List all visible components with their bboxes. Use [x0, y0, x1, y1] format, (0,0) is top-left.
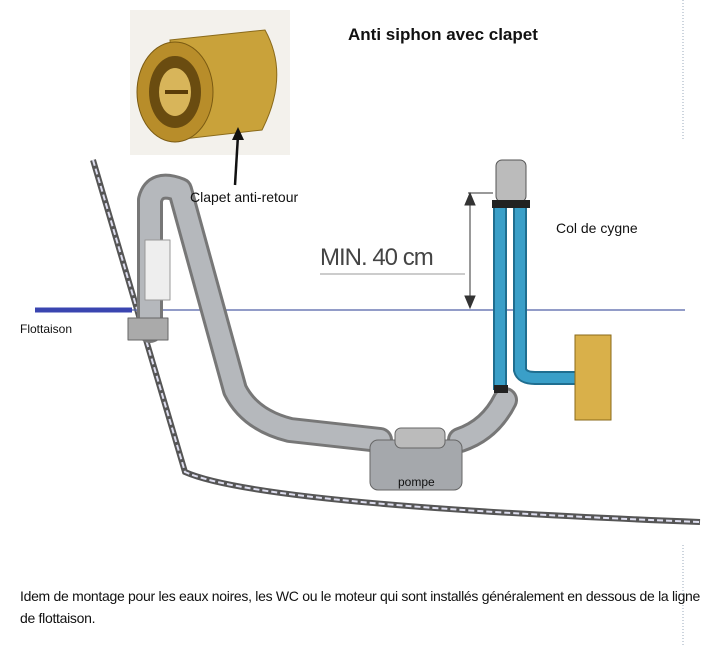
check-valve-label: Clapet anti-retour — [190, 189, 299, 205]
diagram-title: Anti siphon avec clapet — [348, 25, 538, 44]
arrow-head-icon — [232, 127, 244, 140]
pump — [369, 427, 463, 491]
pointer-arrow — [233, 134, 240, 186]
min-height-label: MIN. 40 cm — [320, 244, 434, 271]
gooseneck-label: Col de cygne — [556, 220, 638, 236]
wood-mount — [574, 334, 612, 421]
check-valve-image — [130, 10, 290, 155]
dimension-arrow — [320, 191, 493, 310]
waterline-label: Flottaison — [20, 322, 73, 336]
gooseneck — [492, 159, 578, 393]
discharge-pipe — [127, 173, 518, 453]
caption: Idem de montage pour les eaux noires, le… — [20, 588, 701, 626]
pump-label: pompe — [398, 475, 435, 489]
